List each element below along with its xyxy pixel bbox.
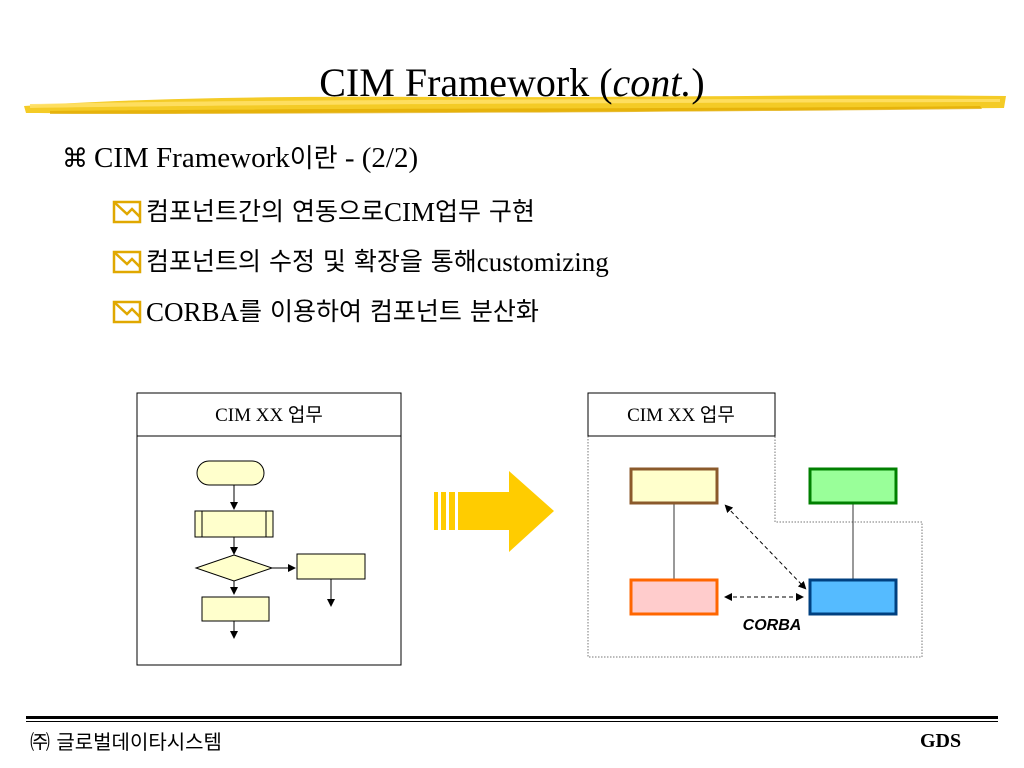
page-title: CIM Framework (cont.) — [0, 58, 1024, 108]
flow-predefined-process — [194, 510, 274, 538]
right-component-box: CIM XX 업무 CORBA — [587, 392, 923, 658]
main-bullet: ⌘CIM Framework이란 - (2/2) — [62, 138, 418, 179]
corba-link-diagonal — [724, 504, 807, 590]
sub-item-2-ko1: 컴포넌트의 수정 및 확장을 통해 — [146, 247, 477, 276]
footer-divider — [26, 716, 998, 719]
envelope-bullet-icon — [112, 300, 142, 324]
architecture-diagram: CIM XX 업무 CIM XX 업무 — [136, 392, 923, 666]
bullet-text-en: CIM Framework — [94, 142, 290, 174]
left-legacy-box: CIM XX 업무 — [136, 392, 402, 666]
right-box-title: CIM XX 업무 — [627, 404, 735, 426]
footer-divider-thin — [26, 721, 998, 722]
sub-item-3-ko2: 를 이용하여 컴포넌트 분산화 — [239, 297, 539, 326]
command-bullet-icon: ⌘ — [62, 144, 88, 174]
transform-arrow-icon — [434, 471, 554, 552]
left-box-title: CIM XX 업무 — [215, 404, 323, 426]
sub-item-3-en: CORBA — [146, 297, 240, 327]
component-top-right — [808, 467, 898, 505]
bullet-text-rest: - (2/2) — [337, 142, 419, 174]
sub-item-1-ko2: 업무 구현 — [434, 197, 535, 226]
footer-company: ㈜ 글로벌데이타시스템 — [30, 730, 222, 754]
flow-start-terminator — [196, 460, 265, 486]
footer-logo: GDS — [920, 730, 962, 752]
sub-item-2: 컴포넌트의 수정 및 확장을 통해 customizing — [112, 244, 609, 280]
title-end: ) — [691, 60, 705, 105]
corba-label: CORBA — [743, 617, 802, 634]
flow-process-bottom — [201, 596, 270, 622]
title-italic: cont. — [612, 60, 692, 105]
sub-item-1-ko1: 컴포넌트간의 연동으로 — [146, 197, 384, 226]
bullet-text-ko: 이란 — [289, 144, 338, 174]
title-main: CIM Framework ( — [319, 60, 613, 105]
sub-item-2-en: customizing — [476, 247, 609, 277]
sub-item-1: 컴포넌트간의 연동으로 CIM 업무 구현 — [112, 194, 535, 230]
envelope-bullet-icon — [112, 200, 142, 224]
flow-process-right — [296, 553, 366, 580]
envelope-bullet-icon — [112, 250, 142, 274]
sub-item-1-en: CIM — [383, 197, 435, 227]
component-bottom-right — [808, 578, 898, 616]
title-underline-brush — [24, 95, 1006, 114]
component-top-left — [629, 467, 719, 505]
component-bottom-left — [629, 578, 719, 616]
